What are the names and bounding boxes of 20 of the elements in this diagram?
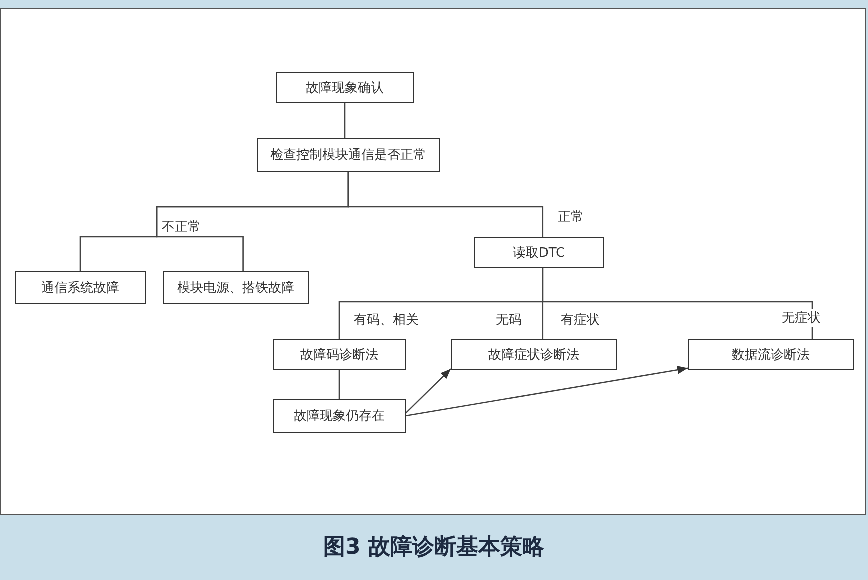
process-box: 读取DTC xyxy=(474,237,604,268)
process-box: 模块电源、搭铁故障 xyxy=(163,271,309,304)
process-box: 故障现象仍存在 xyxy=(273,399,406,433)
edge-label: 无码 xyxy=(494,311,524,329)
process-box: 数据流诊断法 xyxy=(688,339,854,370)
caption: 图3 故障诊断基本策略 xyxy=(322,534,546,562)
process-box: 故障现象确认 xyxy=(276,72,414,103)
process-box: 故障症状诊断法 xyxy=(451,339,617,370)
arrow xyxy=(406,366,688,417)
connector-line xyxy=(348,172,544,237)
edge-label: 有码、相关 xyxy=(352,311,421,329)
edge-label: 无症状 xyxy=(780,309,823,327)
process-box: 故障码诊断法 xyxy=(273,339,406,370)
connector-line xyxy=(344,103,346,138)
condition-label: 有症状 xyxy=(559,311,602,329)
process-box: 检查控制模块通信是否正常 xyxy=(257,138,440,172)
arrow xyxy=(406,368,452,414)
connector-line xyxy=(338,370,340,399)
connector-line xyxy=(542,268,814,339)
process-box: 通信系统故障 xyxy=(15,271,146,304)
